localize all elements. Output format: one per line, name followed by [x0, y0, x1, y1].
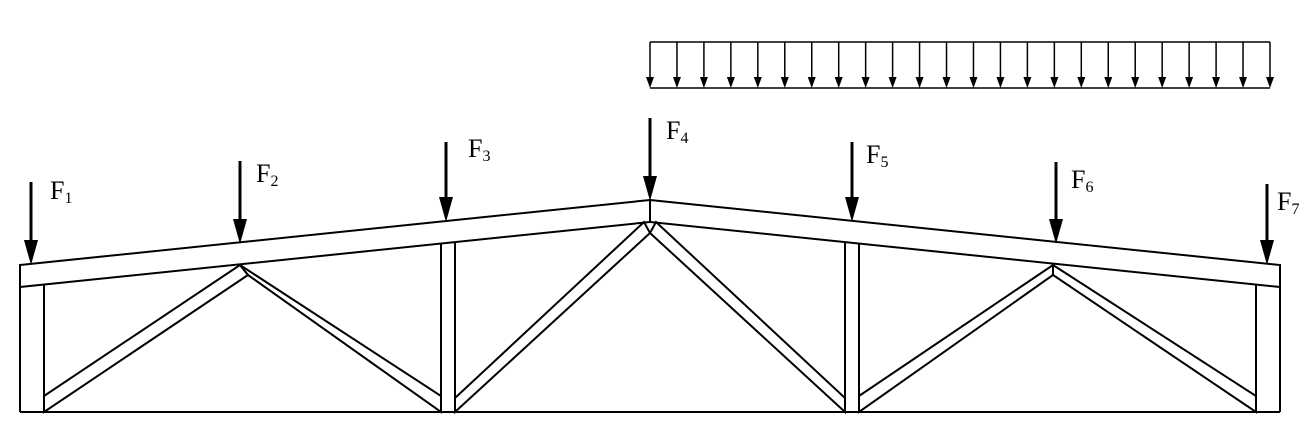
- distributed-load-arrowhead: [1077, 77, 1086, 88]
- diagonal-member-2: [239, 264, 442, 414]
- force-label-f7: F7: [1277, 187, 1299, 218]
- force-label-f3: F3: [468, 134, 490, 165]
- truss-frame: [19, 198, 1281, 413]
- distributed-load-arrowhead: [996, 77, 1005, 88]
- force-label-f5: F5: [866, 140, 888, 171]
- vertical-members: [440, 243, 860, 413]
- distributed-load-arrowhead: [1023, 77, 1032, 88]
- vertical-member-right: [844, 243, 860, 413]
- distributed-load-arrowhead: [834, 77, 843, 88]
- distributed-load-arrowhead: [672, 77, 681, 88]
- distributed-load-arrowhead: [1266, 77, 1274, 88]
- force-label-f6: F6: [1071, 165, 1093, 196]
- distributed-load-arrowhead: [807, 77, 816, 88]
- distributed-load-arrowhead: [1158, 77, 1167, 88]
- force-label-f2: F2: [256, 159, 278, 190]
- top-chord-left: [19, 198, 651, 289]
- distributed-load-arrowhead: [646, 77, 654, 88]
- distributed-load-arrowhead: [888, 77, 897, 88]
- distributed-load-arrowhead: [1239, 77, 1248, 88]
- distributed-load-arrowhead: [699, 77, 708, 88]
- force-arrow-f2: F2: [233, 159, 278, 244]
- distributed-load-arrowhead: [1131, 77, 1140, 88]
- diagonal-member-6: [1052, 263, 1257, 414]
- distributed-load-arrowhead: [1050, 77, 1059, 88]
- distributed-load-arrowhead: [1104, 77, 1113, 88]
- distributed-load-arrowhead: [969, 77, 978, 88]
- force-arrow-f7: F7: [1260, 184, 1299, 265]
- vertical-member-left: [440, 243, 456, 413]
- distributed-load-arrowhead: [861, 77, 870, 88]
- force-arrow-f4: F4: [643, 116, 688, 201]
- diagonal-members: [43, 220, 1257, 415]
- force-label-f1: F1: [50, 176, 72, 207]
- force-arrow-f6: F6: [1049, 162, 1093, 244]
- distributed-load-arrowhead: [942, 77, 951, 88]
- top-chord-right: [649, 198, 1281, 289]
- distributed-load-arrowhead: [780, 77, 789, 88]
- force-arrow-f5: F5: [845, 140, 888, 222]
- force-arrow-f3: F3: [439, 134, 490, 222]
- force-arrow-f1: F1: [24, 176, 72, 265]
- distributed-load-arrowhead: [753, 77, 762, 88]
- distributed-load-arrowhead: [1212, 77, 1221, 88]
- diagonal-member-1: [43, 263, 250, 414]
- distributed-load-arrowhead: [726, 77, 735, 88]
- distributed-load: [646, 41, 1274, 89]
- point-loads: F1 F2 F3 F4 F5 F6 F7: [24, 116, 1299, 265]
- force-label-f4: F4: [666, 116, 688, 147]
- diagonal-member-3: [454, 220, 652, 415]
- diagonal-member-4: [648, 220, 846, 415]
- distributed-load-arrowhead: [1185, 77, 1194, 88]
- diagonal-member-5: [858, 263, 1054, 414]
- distributed-load-arrowhead: [915, 77, 924, 88]
